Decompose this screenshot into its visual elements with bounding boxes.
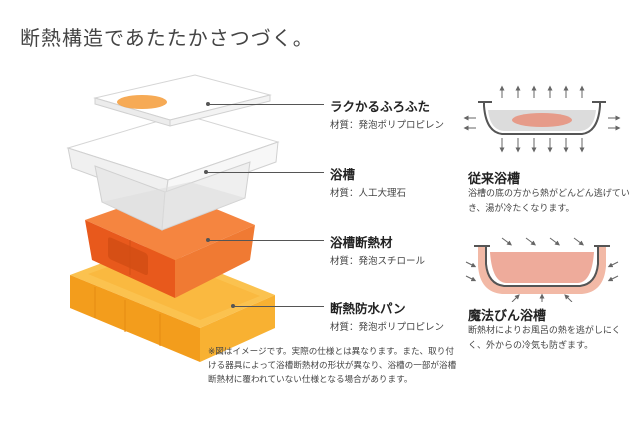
conventional-tub-description: 浴槽の底の方から熱がどんどん逃げていき、湯が冷たくなります。 <box>468 189 630 214</box>
mahoubin-tub-title: 魔法びん浴槽 <box>468 309 547 324</box>
insulation-leader-line <box>208 240 324 241</box>
mahoubin-tub-description: 断熱材によりお風呂の熱を逃がしにくく、外からの冷気も防ぎます。 <box>468 326 621 351</box>
lid-illustration <box>93 74 272 127</box>
part-material-tub: 材質：人工大理石 <box>330 188 407 199</box>
insulation-leader-dot <box>206 238 210 242</box>
part-material-pan: 材質：発泡ポリプロピレン <box>330 322 445 333</box>
part-name-lid: ラクかるふろふた <box>330 99 431 114</box>
tub-leader-dot <box>204 170 208 174</box>
conventional-tub-diagram <box>463 85 621 153</box>
tub-leader-line <box>206 172 324 173</box>
lid-leader-dot <box>206 102 210 106</box>
mahoubin-tub-diagram <box>465 237 619 302</box>
pan-leader-line <box>233 306 324 307</box>
disclaimer-note: ※図はイメージです。実際の仕様とは異なります。また、取り付ける器具によって浴槽断… <box>208 347 457 386</box>
part-material-lid: 材質：発泡ポリプロピレン <box>330 120 445 131</box>
pan-leader-dot <box>231 304 235 308</box>
page-heading: 断熱構造であたたかさつづく。 <box>20 26 314 50</box>
lid-leader-line <box>208 104 324 105</box>
part-name-tub: 浴槽 <box>330 167 356 182</box>
part-name-pan: 断熱防水パン <box>330 301 406 316</box>
bath-exploded-illustration <box>66 74 280 362</box>
conventional-tub-title: 従来浴槽 <box>468 172 521 187</box>
part-name-insulation: 浴槽断熱材 <box>330 235 393 250</box>
part-material-insulation: 材質：発泡スチロール <box>330 256 426 267</box>
